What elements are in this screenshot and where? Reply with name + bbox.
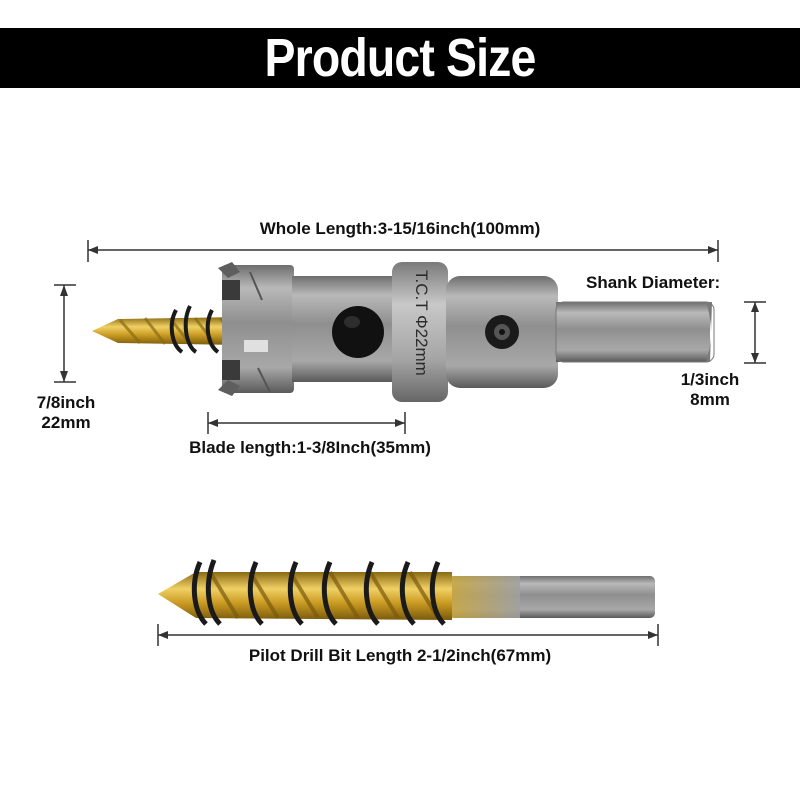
cutter-diameter-mm: 22mm xyxy=(41,413,91,432)
shank xyxy=(555,301,715,363)
shank-diameter-inch: 1/3inch xyxy=(680,370,740,389)
shank-diameter-mm: 8mm xyxy=(690,390,730,409)
pilot-spring xyxy=(191,559,446,626)
ejection-hole xyxy=(332,306,384,358)
pilot-length-label: Pilot Drill Bit Length 2-1/2inch(67mm) xyxy=(248,646,552,665)
pilot-length-dimension xyxy=(157,624,659,646)
whole-length-dimension xyxy=(87,240,719,262)
cutter-head xyxy=(218,262,294,396)
shank-diameter-dimension xyxy=(744,301,766,364)
pilot-tip xyxy=(92,317,240,345)
page-title: Product Size xyxy=(264,28,537,88)
engraving-text: T.C.T Φ22mm xyxy=(412,270,431,376)
shank-diameter-title: Shank Diameter: xyxy=(586,273,721,292)
pilot-drill-bit xyxy=(158,559,655,626)
whole-length-label: Whole Length:3-15/16inch(100mm) xyxy=(259,219,541,238)
hole-saw: T.C.T Φ22mm xyxy=(92,262,715,402)
cutter-diameter-inch: 7/8inch xyxy=(36,393,96,412)
blade-length-label: Blade length:1-3/8Inch(35mm) xyxy=(189,438,431,457)
engraved-ring: T.C.T Φ22mm xyxy=(392,262,448,402)
title-banner xyxy=(0,28,800,88)
blade-length-dimension xyxy=(207,412,406,434)
cutter-diameter-dimension xyxy=(54,284,76,383)
